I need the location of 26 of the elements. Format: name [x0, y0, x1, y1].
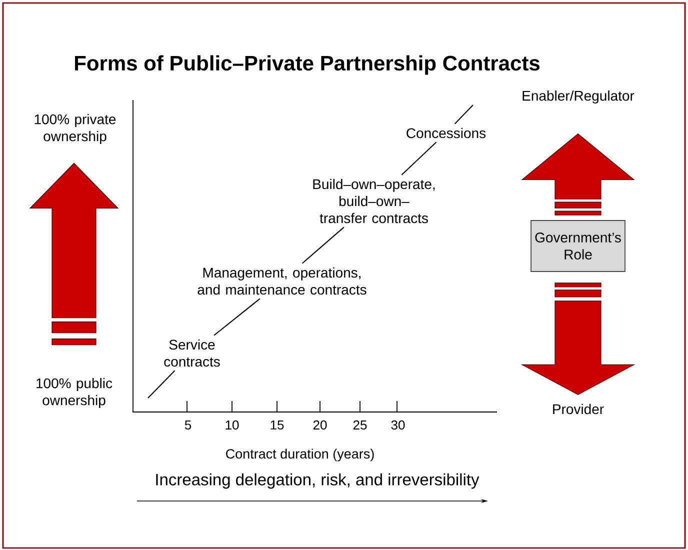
node-label: Service contracts — [164, 339, 220, 367]
node-label: Management, operations, and maintenance contracts — [198, 267, 366, 295]
node-label: 100% private ownership — [34, 114, 116, 144]
block-arrow — [29, 162, 119, 346]
node-label: Build–own–operate, build–own–transfer contracts — [313, 178, 435, 224]
block-arrow — [520, 282, 636, 395]
trend-line — [302, 226, 344, 264]
tick-label: 15 — [270, 420, 284, 430]
node-label: Enabler/Regulator — [522, 90, 634, 104]
role-box: Government’s Role — [530, 220, 626, 272]
trend-line — [148, 370, 176, 398]
block-arrow — [521, 133, 635, 216]
trend-line — [401, 142, 437, 176]
tick-label: 30 — [391, 420, 405, 430]
tick-label: 5 — [184, 420, 192, 430]
title: Forms of Public–Private Partnership Contracts — [75, 55, 540, 75]
trend-line — [214, 298, 260, 336]
tick-label: 25 — [353, 420, 367, 430]
node-label: 100% public ownership — [36, 378, 112, 408]
tick-label: 10 — [226, 420, 239, 430]
node-label: Provider — [553, 404, 604, 414]
trend-line — [454, 104, 474, 124]
axis-caption: Increasing delegation, risk, and irreversibility — [156, 473, 480, 489]
tick-label: 20 — [313, 420, 327, 430]
node-label: Concessions — [406, 128, 486, 138]
axis-title: Contract duration (years) — [226, 448, 374, 462]
